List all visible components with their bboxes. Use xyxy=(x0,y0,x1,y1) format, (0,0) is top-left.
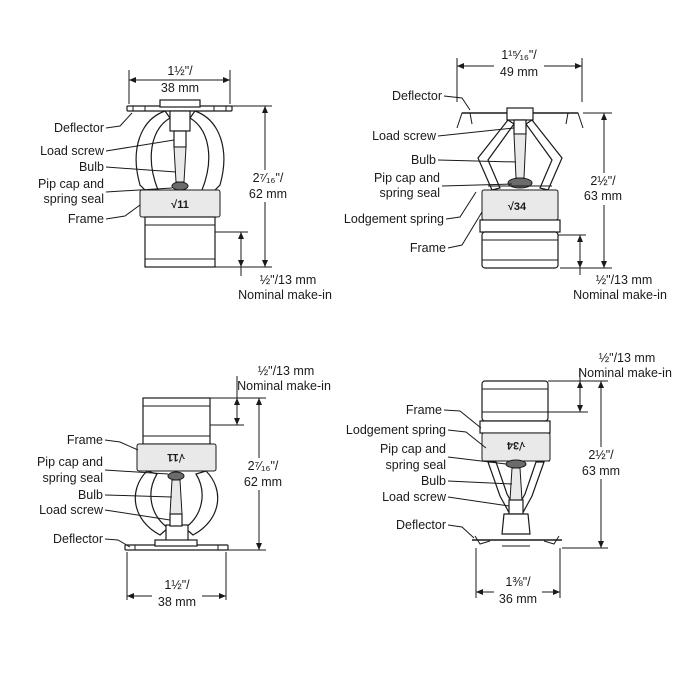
bl-width-mm: 38 mm xyxy=(158,595,196,609)
tr-label-pip-cap-2: spring seal xyxy=(380,186,440,200)
tr-height-dimension: 2½"/ 63 mm xyxy=(560,112,626,269)
tl-marking: √11 xyxy=(171,199,189,211)
tr-width-mm: 49 mm xyxy=(500,65,538,79)
tl-label-pip-cap-2: spring seal xyxy=(44,192,104,206)
tl-label-load-screw: Load screw xyxy=(40,144,105,158)
tr-label-pip-cap-1: Pip cap and xyxy=(374,171,440,185)
bl-height-mm: 62 mm xyxy=(244,475,282,489)
br-label-pip-cap-1: Pip cap and xyxy=(380,442,446,456)
br-frame: √34 xyxy=(479,380,551,519)
br-deflector xyxy=(472,513,562,547)
tl-bulb xyxy=(171,130,189,191)
tr-makein-size: ½"/13 mm xyxy=(596,273,653,287)
tl-makein-dimension: ½"/13 mm Nominal make-in xyxy=(215,231,332,302)
tl-frame: √11 xyxy=(135,110,225,268)
figure-top-left: 1½"/ 38 mm √11 xyxy=(38,64,332,302)
tl-label-bulb: Bulb xyxy=(79,160,104,174)
br-width-mm: 36 mm xyxy=(499,592,537,606)
br-label-pip-cap-2: spring seal xyxy=(386,458,446,472)
br-makein-dimension: ½"/13 mm Nominal make-in xyxy=(548,351,672,413)
figure-top-right: 1¹⁵⁄₁₆"/ 49 mm √34 xyxy=(344,44,667,302)
bl-height-inch: 2⁷⁄₁₆"/ xyxy=(248,459,279,473)
bl-label-pip-cap-1: Pip cap and xyxy=(37,455,103,469)
bl-frame: √11 xyxy=(134,397,219,546)
bl-width-dimension: 1½"/ 38 mm xyxy=(126,552,227,611)
tl-height-dimension: 2⁷⁄₁₆"/ 62 mm xyxy=(215,105,288,268)
tl-makein-size: ½"/13 mm xyxy=(260,273,317,287)
tr-deflector xyxy=(456,107,584,129)
figure-bottom-right: ½"/13 mm Nominal make-in √34 xyxy=(346,351,672,608)
tr-makein-text: Nominal make-in xyxy=(573,288,667,302)
tr-label-load-screw: Load screw xyxy=(372,129,437,143)
tl-label-frame: Frame xyxy=(68,212,104,226)
bl-label-load-screw: Load screw xyxy=(39,503,104,517)
br-labels: Frame Lodgement spring Pip cap and sprin… xyxy=(346,403,513,539)
br-width-dimension: 1⅜"/ 36 mm xyxy=(475,548,561,608)
bl-labels: Frame Pip cap and spring seal Bulb Load … xyxy=(37,433,173,548)
tl-label-deflector: Deflector xyxy=(54,121,104,135)
br-width-inch: 1⅜"/ xyxy=(505,575,531,589)
bl-makein-dimension: ½"/13 mm Nominal make-in xyxy=(210,364,331,426)
tr-labels: Deflector Load screw Bulb Pip cap and sp… xyxy=(344,89,517,255)
bl-makein-text: Nominal make-in xyxy=(237,379,331,393)
br-label-deflector: Deflector xyxy=(396,518,446,532)
tr-height-inch: 2½"/ xyxy=(590,174,616,188)
tl-width-inch: 1½"/ xyxy=(167,64,193,78)
tl-height-mm: 62 mm xyxy=(249,187,287,201)
br-label-bulb: Bulb xyxy=(421,474,446,488)
bl-marking: √11 xyxy=(167,451,185,463)
tl-label-pip-cap-1: Pip cap and xyxy=(38,177,104,191)
br-label-lodgement-spring: Lodgement spring xyxy=(346,423,446,437)
br-label-frame: Frame xyxy=(406,403,442,417)
tr-frame: √34 xyxy=(477,119,563,269)
tl-makein-text: Nominal make-in xyxy=(238,288,332,302)
figure-bottom-left: ½"/13 mm Nominal make-in √11 xyxy=(37,364,331,611)
tr-label-lodgement-spring: Lodgement spring xyxy=(344,212,444,226)
tr-label-deflector: Deflector xyxy=(392,89,442,103)
bl-height-dimension: 2⁷⁄₁₆"/ 62 mm xyxy=(210,397,284,551)
tr-width-dimension: 1¹⁵⁄₁₆"/ 49 mm xyxy=(456,44,583,102)
bl-label-frame: Frame xyxy=(67,433,103,447)
br-height-mm: 63 mm xyxy=(582,464,620,478)
br-height-inch: 2½"/ xyxy=(588,448,614,462)
bl-label-bulb: Bulb xyxy=(78,488,103,502)
tl-deflector xyxy=(126,99,233,112)
bl-makein-size: ½"/13 mm xyxy=(258,364,315,378)
bl-bulb xyxy=(167,471,185,527)
tr-makein-dimension: ½"/13 mm Nominal make-in xyxy=(558,234,667,302)
tl-labels: Deflector Load screw Bulb Pip cap and sp… xyxy=(38,112,177,226)
tr-width-inch: 1¹⁵⁄₁₆"/ xyxy=(501,48,537,62)
br-label-load-screw: Load screw xyxy=(382,490,447,504)
br-makein-text: Nominal make-in xyxy=(578,366,672,380)
br-height-dimension: 2½"/ 63 mm xyxy=(548,380,623,549)
bl-label-pip-cap-2: spring seal xyxy=(43,471,103,485)
bl-width-inch: 1½"/ xyxy=(164,578,190,592)
tr-marking: √34 xyxy=(508,201,527,213)
tr-bulb xyxy=(488,133,552,189)
tl-width-mm: 38 mm xyxy=(161,81,199,95)
tl-width-dimension: 1½"/ 38 mm xyxy=(128,64,231,104)
br-marking: √34 xyxy=(506,439,525,451)
bl-deflector xyxy=(124,539,229,551)
tr-height-mm: 63 mm xyxy=(584,189,622,203)
tr-label-frame: Frame xyxy=(410,241,446,255)
tr-label-bulb: Bulb xyxy=(411,153,436,167)
bl-label-deflector: Deflector xyxy=(53,532,103,546)
tl-height-inch: 2⁷⁄₁₆"/ xyxy=(253,171,284,185)
br-makein-size: ½"/13 mm xyxy=(599,351,656,365)
